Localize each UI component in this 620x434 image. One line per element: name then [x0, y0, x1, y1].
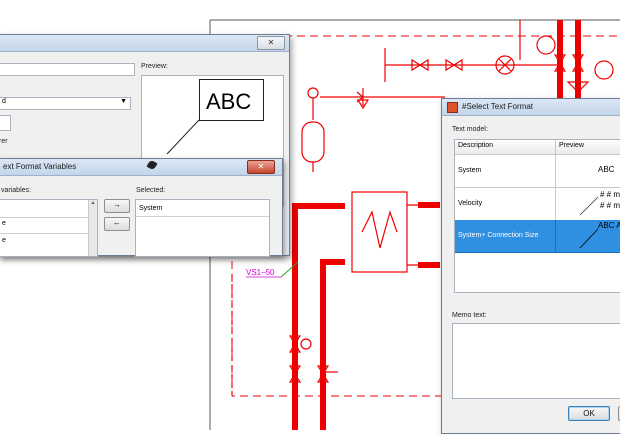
list-scrollbar[interactable]: ▲	[88, 200, 97, 256]
scroll-up-icon[interactable]: ▲	[90, 200, 96, 206]
format-combo[interactable]: d ▼	[0, 97, 131, 110]
row-description: System+ Connection Size	[458, 232, 539, 239]
preview-label: Preview:	[141, 63, 168, 70]
available-variables-label: variables:	[1, 187, 31, 194]
remove-variable-button[interactable]: ←	[104, 217, 130, 231]
table-row[interactable]: Velocity # # m # # m	[455, 187, 620, 221]
format-combo-value: d	[2, 98, 6, 105]
leader-line	[166, 119, 200, 155]
table-row[interactable]: System ABC	[455, 154, 620, 188]
table-header: Description Preview	[455, 140, 620, 155]
option-label: rer	[0, 138, 8, 145]
text-format-dialog-titlebar	[0, 35, 289, 52]
ok-button[interactable]: OK	[568, 406, 610, 421]
abc-sample-box: ABC	[199, 79, 264, 121]
column-description[interactable]: Description	[458, 142, 494, 149]
list-item[interactable]: System	[139, 205, 163, 212]
select-text-format-dialog: #Select Text Format Text model: Descript…	[441, 98, 620, 434]
list-item[interactable]: e	[2, 237, 6, 244]
row-description: System	[458, 167, 482, 174]
selected-label: Selected:	[136, 187, 166, 194]
text-model-table: Description Preview System ABC Velocity …	[454, 139, 620, 293]
add-variable-button[interactable]: →	[104, 199, 130, 213]
list-item[interactable]: e	[2, 220, 6, 227]
variables-close-button[interactable]: ✕	[247, 160, 275, 174]
arrow-right-icon: →	[113, 200, 121, 209]
arrow-left-icon: ←	[113, 218, 121, 227]
select-dialog-title: #Select Text Format	[462, 102, 533, 111]
chevron-down-icon: ▼	[120, 98, 127, 105]
row-preview-line-1: # # m	[600, 190, 620, 199]
select-dialog-titlebar: #Select Text Format	[442, 99, 620, 116]
row-preview-line-2: # # m	[600, 201, 620, 210]
close-icon: ✕	[267, 38, 275, 47]
app-icon	[447, 102, 458, 113]
cancel-button[interactable]	[618, 406, 620, 421]
row-preview: ABC A	[598, 221, 620, 230]
leader-line	[579, 228, 599, 249]
row-description: Velocity	[458, 200, 483, 207]
close-icon: ✕	[257, 162, 265, 171]
pen-icon	[146, 159, 158, 171]
small-input[interactable]	[0, 115, 11, 131]
memo-text-area[interactable]	[452, 323, 620, 399]
pipe-label[interactable]: VS1–50	[246, 268, 275, 277]
ok-button-label: OK	[583, 409, 595, 418]
selected-variables-list[interactable]: System	[135, 199, 270, 257]
available-variables-list[interactable]: e e ▲	[0, 199, 98, 257]
memo-text-label: Memo text:	[452, 312, 487, 319]
piping-thick	[292, 20, 581, 430]
column-preview[interactable]: Preview	[559, 142, 584, 149]
abc-sample-text: ABC	[206, 89, 252, 114]
leader-line	[579, 196, 599, 216]
close-button[interactable]: ✕	[257, 36, 285, 50]
format-text-input[interactable]	[0, 63, 135, 76]
variables-dialog-title: ext Format Variables	[3, 162, 77, 171]
variables-dialog-titlebar: ext Format Variables	[0, 159, 282, 176]
table-row-selected[interactable]: System+ Connection Size ABC A	[455, 220, 620, 253]
text-format-variables-dialog: ext Format Variables ✕ variables: e e ▲ …	[0, 158, 283, 257]
text-model-label: Text model:	[452, 126, 488, 133]
row-preview: ABC	[598, 165, 615, 174]
